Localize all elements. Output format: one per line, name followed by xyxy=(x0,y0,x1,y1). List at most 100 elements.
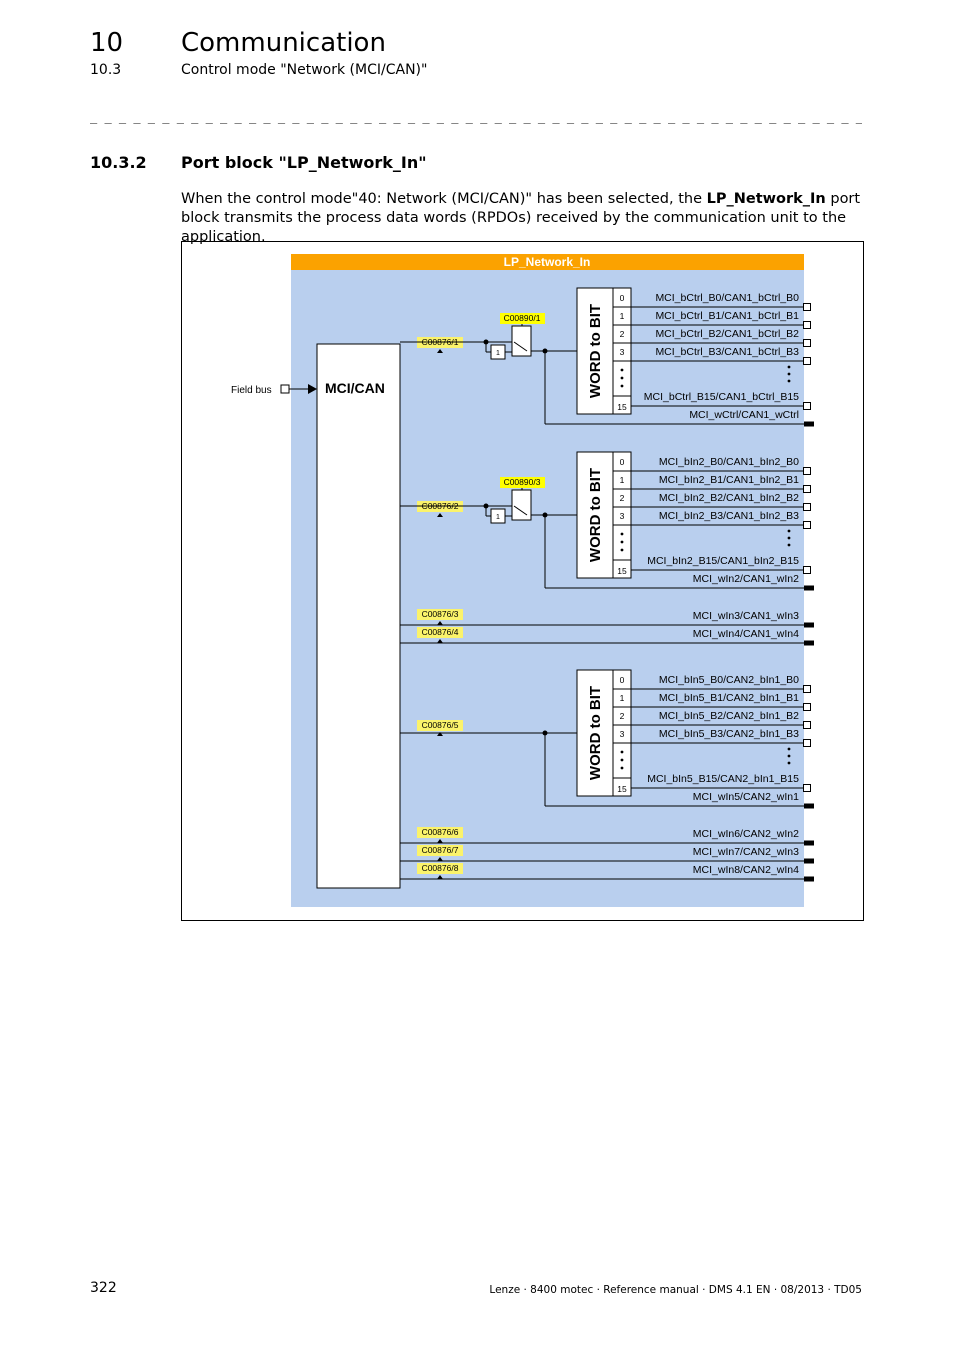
word-output-label: MCI_wIn7/CAN2_wIn3 xyxy=(693,846,799,858)
word-output-label: MCI_wIn2/CAN1_wIn2 xyxy=(693,573,799,585)
code-highlight xyxy=(417,720,463,731)
bit-output-label: MCI_bIn5_B15/CAN2_bIn1_B15 xyxy=(647,773,799,785)
bit-output-label: MCI_bCtrl_B3/CAN1_bCtrl_B3 xyxy=(655,346,799,358)
code-marker xyxy=(437,857,443,861)
bit-output-label: MCI_bIn2_B2/CAN1_bIn2_B2 xyxy=(659,492,799,504)
and-label: 1 xyxy=(496,350,500,357)
bit-output-connector xyxy=(803,402,811,410)
word-output-connector xyxy=(804,585,814,591)
chapter-title: Communication xyxy=(181,28,386,58)
bit-output-label: MCI_bCtrl_B15/CAN1_bCtrl_B15 xyxy=(644,391,799,403)
section-title: Control mode "Network (MCI/CAN)" xyxy=(181,62,428,78)
bit-output-connector xyxy=(803,703,811,711)
code-highlight xyxy=(417,827,463,838)
bit-output-label: MCI_bCtrl_B0/CAN1_bCtrl_B0 xyxy=(655,292,799,304)
ellipsis-dot xyxy=(620,384,624,388)
word-output-label: MCI_wCtrl/CAN1_wCtrl xyxy=(689,409,799,421)
field-bus-label: Field bus xyxy=(231,385,272,396)
bit-output-connector xyxy=(803,467,811,475)
ellipsis-dot xyxy=(787,543,791,547)
word-output-label: MCI_wIn6/CAN2_wIn2 xyxy=(693,828,799,840)
bit-output-label: MCI_bIn5_B0/CAN2_bIn1_B0 xyxy=(659,674,799,686)
ellipsis-dot xyxy=(787,379,791,383)
bit-index: 0 xyxy=(620,293,625,303)
page-number: 322 xyxy=(90,1280,117,1296)
bit-index: 1 xyxy=(620,475,625,485)
word-output-connector xyxy=(804,421,814,427)
word-output-connector xyxy=(804,803,814,809)
word-output-connector xyxy=(804,876,814,882)
ellipsis-dot xyxy=(787,365,791,369)
code-label: C00876/7 xyxy=(422,845,459,855)
intro-bold-term: LP_Network_In xyxy=(706,191,826,207)
ellipsis-dot xyxy=(620,368,624,372)
word-to-bit-label: WORD to BIT xyxy=(587,686,604,780)
chapter-number: 10 xyxy=(90,28,124,58)
bit-output-connector xyxy=(803,485,811,493)
bit-output-connector xyxy=(803,303,811,311)
header-rule: _ _ _ _ _ _ _ _ _ _ _ _ _ _ _ _ _ _ _ _ … xyxy=(90,110,862,124)
ellipsis-dot xyxy=(787,747,791,751)
ellipsis-dot xyxy=(620,750,624,754)
bit-output-label: MCI_bIn5_B1/CAN2_bIn1_B1 xyxy=(659,692,799,704)
switch-contact xyxy=(513,341,528,352)
bit-index: 3 xyxy=(620,511,625,521)
code-highlight xyxy=(417,627,463,638)
bit-output-label: MCI_bIn2_B1/CAN1_bIn2_B1 xyxy=(659,474,799,486)
bit-index: 15 xyxy=(617,402,627,412)
bit-output-connector xyxy=(803,566,811,574)
ellipsis-dot xyxy=(620,540,624,544)
bit-output-connector xyxy=(803,739,811,747)
bit-output-connector xyxy=(803,339,811,347)
code-label: C00876/6 xyxy=(422,827,459,837)
bit-index: 0 xyxy=(620,457,625,467)
subsection-number: 10.3.2 xyxy=(90,153,147,172)
word-output-label: MCI_wIn4/CAN1_wIn4 xyxy=(693,628,799,640)
ellipsis-dot xyxy=(787,529,791,533)
switch-code-highlight xyxy=(500,313,545,324)
subsection-title: Port block "LP_Network_In" xyxy=(181,153,427,172)
word-to-bit-box xyxy=(576,451,632,579)
and-label: 1 xyxy=(496,514,500,521)
bit-index: 1 xyxy=(620,693,625,703)
ellipsis-dot xyxy=(787,536,791,540)
intro-text-2: port block transmits the process data wo… xyxy=(181,191,861,245)
code-marker xyxy=(437,839,443,843)
field-bus-arrow xyxy=(308,384,317,394)
bit-output-label: MCI_bCtrl_B1/CAN1_bCtrl_B1 xyxy=(655,310,799,322)
word-output-connector xyxy=(804,840,814,846)
bit-output-label: MCI_bIn2_B3/CAN1_bIn2_B3 xyxy=(659,510,799,522)
bit-index: 0 xyxy=(620,675,625,685)
bit-output-label: MCI_bIn2_B0/CAN1_bIn2_B0 xyxy=(659,456,799,468)
code-label: C00876/3 xyxy=(422,609,459,619)
switch-box xyxy=(511,325,532,357)
ellipsis-dot xyxy=(787,761,791,765)
mci-can-box xyxy=(316,343,401,889)
bit-index: 15 xyxy=(617,784,627,794)
word-to-bit-box xyxy=(576,287,632,415)
code-marker xyxy=(437,732,443,736)
word-to-bit-label: WORD to BIT xyxy=(587,304,604,398)
intro-paragraph: When the control mode"40: Network (MCI/C… xyxy=(181,190,871,247)
bit-index: 1 xyxy=(620,311,625,321)
bit-output-connector xyxy=(803,521,811,529)
ellipsis-dot xyxy=(787,372,791,376)
bit-index: 2 xyxy=(620,329,625,339)
ellipsis-dot xyxy=(787,754,791,758)
code-highlight xyxy=(417,609,463,620)
ellipsis-dot xyxy=(620,758,624,762)
code-highlight xyxy=(417,863,463,874)
bit-output-label: MCI_bIn5_B3/CAN2_bIn1_B3 xyxy=(659,728,799,740)
bit-index: 2 xyxy=(620,493,625,503)
word-output-connector xyxy=(804,640,814,646)
code-marker xyxy=(437,513,443,517)
switch-code-highlight xyxy=(500,477,545,488)
field-bus-connector xyxy=(280,384,290,394)
bit-output-label: MCI_bIn2_B15/CAN1_bIn2_B15 xyxy=(647,555,799,567)
word-to-bit-label: WORD to BIT xyxy=(587,468,604,562)
intro-text-1: When the control mode"40: Network (MCI/C… xyxy=(181,191,707,207)
word-output-label: MCI_wIn8/CAN2_wIn4 xyxy=(693,864,799,876)
code-marker xyxy=(437,349,443,353)
code-marker xyxy=(437,621,443,625)
word-output-connector xyxy=(804,622,814,628)
